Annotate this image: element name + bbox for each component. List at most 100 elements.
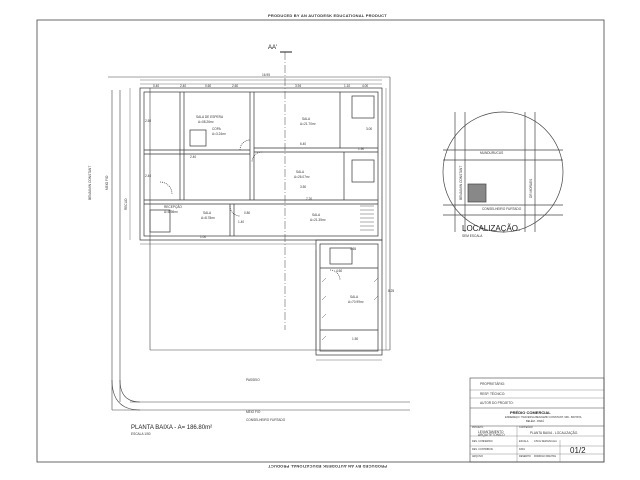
small-field: PROJETO	[472, 426, 484, 429]
room-label: SALA	[203, 211, 212, 215]
door-swing	[251, 151, 263, 163]
small-field: ARQUIVO	[472, 455, 484, 458]
title-block	[469, 377, 605, 463]
dim: 7.20	[306, 197, 313, 201]
door-swing	[239, 139, 251, 151]
loc-street-left: BENJAMIN CONSTANT	[459, 165, 463, 200]
stage-label: LEVANTAMENTO ARQUITETÔNICO	[478, 430, 505, 438]
dim: 0.80	[244, 211, 251, 215]
title-block-frame	[469, 377, 605, 463]
room-label: SALA	[350, 295, 359, 299]
dim: 2.40	[145, 174, 152, 178]
door-swing	[229, 205, 241, 217]
location-circle	[442, 111, 564, 233]
dim: 6.40	[300, 142, 307, 146]
outer-wall-upper-inner	[143, 91, 379, 237]
street-left-label: BENJAMIN CONSTANT	[88, 165, 92, 200]
dim: 3.50	[300, 185, 307, 189]
room-label: SALA DE ESPERA	[196, 115, 224, 119]
door-swing	[159, 181, 173, 195]
dim: 4.60	[336, 269, 343, 273]
room-area: A=8.98m²	[164, 210, 178, 214]
dim: 2.60	[232, 84, 239, 88]
small-field: DESENHO	[519, 455, 531, 458]
small-field: DES. CONTRIBUIU	[472, 448, 494, 451]
location-map	[442, 111, 564, 233]
dim: 3.00	[366, 127, 373, 131]
plan-scale: ESCALA 1/50	[131, 432, 151, 436]
dim: 1.00	[200, 235, 207, 239]
location-title: LOCALIZAÇÃO.	[462, 224, 521, 233]
dim: 1.10	[344, 84, 351, 88]
meio-fio-bottom-label: MEIO FIO	[246, 410, 261, 414]
outer-wall-upper	[139, 87, 383, 241]
dim: 4.00	[362, 84, 369, 88]
dim: 1.65	[350, 247, 357, 251]
dim: 0.40	[153, 84, 160, 88]
room-area: A=26.07m²	[294, 175, 310, 179]
outer-wall-lower-wing-inner	[319, 243, 379, 352]
corner-curve	[111, 379, 141, 411]
section-marker: AA'	[268, 45, 278, 51]
wc	[351, 159, 375, 183]
dimension-lines	[129, 79, 387, 361]
small-field: ESCALA	[519, 440, 529, 443]
outer-wall-lower-wing	[315, 239, 383, 356]
room-label: SALA	[302, 117, 311, 121]
dim: 0.60	[205, 84, 212, 88]
room-label: RECEPÇÃO	[164, 205, 182, 209]
sheet-number: 01/2	[570, 446, 586, 455]
field-label: AUTOR DO PROJETO:	[480, 401, 514, 405]
room-area: A=8.78m²	[201, 216, 215, 220]
dim: 2.40	[180, 84, 187, 88]
small-field: DATA	[519, 448, 526, 451]
dim-total: 16.95	[262, 73, 270, 77]
room-area: A=08.26m²	[198, 120, 214, 124]
column-hatch	[321, 277, 379, 341]
room-label: COPA	[212, 127, 221, 131]
address-line: ENDEREÇO: TRAVESSA BENJAMIN CONSTANT, 99…	[505, 416, 582, 419]
loc-street-top: MUNDURUCUS	[480, 151, 504, 155]
address-line: BELÉM - PARÁ	[526, 420, 544, 423]
room-label: SALA	[312, 213, 321, 217]
recuo-label: RECUO	[124, 198, 128, 210]
small-field: CONTEÚDO	[519, 426, 533, 429]
loc-street-bottom: CONSELHEIRO FURTADO	[482, 207, 522, 211]
location-scale: SEM ESCALA	[462, 234, 483, 238]
dim: 1.50	[352, 337, 359, 341]
dim: 1.40	[238, 220, 245, 224]
stair	[360, 205, 374, 231]
dim: 1.90	[358, 147, 365, 151]
passeio-label: PASSEIO	[246, 378, 260, 382]
site-lot	[467, 183, 487, 203]
project-name: PRÉDIO COMERCIAL	[510, 410, 551, 415]
meio-fio-label: MEIO FIO	[105, 175, 109, 190]
banner-top: PRODUCED BY AN AUTODESK EDUCATIONAL PROD…	[268, 13, 387, 18]
dim: 3.94	[295, 84, 302, 88]
street-bottom-label: CONSELHEIRO FURTADO	[246, 418, 286, 422]
door-swing	[329, 269, 341, 281]
room-area: A=70.99m²	[348, 300, 364, 304]
site-lines	[108, 51, 410, 411]
content-label: PLANTA BAIXA - LOCALIZAÇÃO.	[530, 431, 579, 435]
wc	[351, 95, 375, 119]
field-label: RESP. TÉCNICO:	[480, 392, 506, 396]
wc	[329, 247, 353, 265]
field-label: PROPRIETÁRIO:	[480, 382, 505, 386]
corner-curve	[119, 379, 141, 403]
dim: 2.50	[145, 119, 152, 123]
loc-street-right: DR MORAES	[529, 178, 533, 198]
room-area: A=21.35m²	[310, 218, 326, 222]
small-field: DES. CONFERIDO	[472, 440, 493, 443]
plan-title: PLANTA BAIXA - A= 186.80m²	[131, 425, 213, 431]
banner-bottom: PRODUCED BY AN AUTODESK EDUCATIONAL PROD…	[268, 464, 387, 469]
scale-value: 1/50 E SEM ESCALA	[534, 440, 557, 443]
floor-plan	[139, 87, 383, 356]
dim: 8.25	[388, 289, 395, 293]
room-area: A=21.70m²	[300, 122, 316, 126]
sheet-border	[36, 19, 605, 463]
wc	[189, 129, 207, 147]
drawer-name: RODRIGO FREITAS	[534, 455, 557, 458]
dim: 2.40	[190, 155, 197, 159]
